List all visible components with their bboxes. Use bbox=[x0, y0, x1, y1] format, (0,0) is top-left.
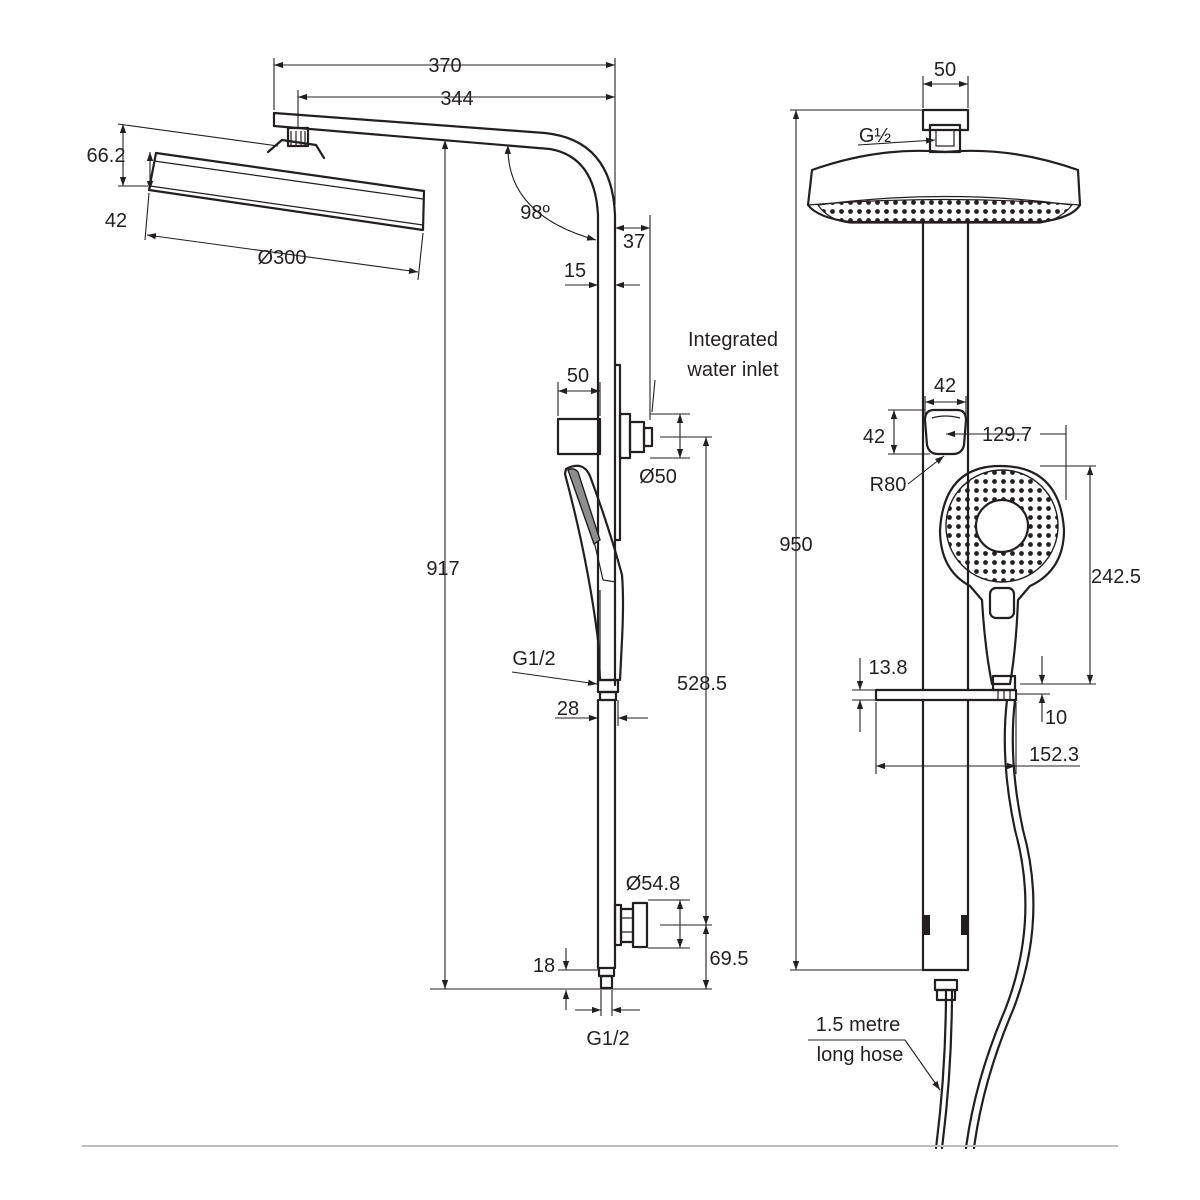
dim-overall-height-front: 950 bbox=[779, 534, 812, 556]
front-top-connector bbox=[921, 108, 970, 154]
dim-top-width: 50 bbox=[934, 59, 956, 81]
dim-head-thickness: 42 bbox=[105, 210, 127, 232]
front-handset bbox=[938, 464, 1066, 692]
dim-holder-width: 42 bbox=[934, 375, 956, 397]
dim-bottom-offset: 18 bbox=[533, 955, 555, 977]
front-shower-head bbox=[806, 149, 1082, 224]
front-view: 50 G½ 950 42 42 129.7 R80 242.5 13.8 10 … bbox=[779, 59, 1141, 1150]
side-dimension-lines bbox=[117, 58, 712, 1016]
dim-rail-inlet-distance: 528.5 bbox=[677, 673, 727, 695]
dim-handset-length: 242.5 bbox=[1091, 566, 1141, 588]
side-view: 370 344 66.2 42 Ø300 98º 37 15 Integrate… bbox=[87, 55, 779, 1050]
dim-holder-radius: R80 bbox=[870, 474, 907, 496]
front-dimension-lines bbox=[790, 76, 1096, 1091]
dim-top-connection: G½ bbox=[859, 125, 892, 147]
label-hose-line2: long hose bbox=[817, 1044, 904, 1066]
dim-bracket-width: 50 bbox=[567, 365, 589, 387]
front-handset-holder bbox=[923, 408, 968, 456]
dim-shelf-width: 152.3 bbox=[1029, 744, 1079, 766]
dim-inlet-diameter: Ø50 bbox=[639, 466, 677, 488]
dim-bottom-height: 69.5 bbox=[710, 948, 749, 970]
dim-shelf-height: 13.8 bbox=[869, 657, 908, 679]
dim-head-height: 66.2 bbox=[87, 145, 126, 167]
label-inlet-line2: water inlet bbox=[686, 359, 779, 381]
front-soap-shelf bbox=[874, 688, 1018, 702]
dim-holder-height: 42 bbox=[863, 426, 885, 448]
side-wall-bracket bbox=[556, 363, 654, 542]
dim-bottom-connection: G1/2 bbox=[586, 1028, 629, 1050]
dim-arm-angle: 98º bbox=[520, 202, 550, 224]
side-lower-rail bbox=[596, 698, 649, 990]
dim-handle-connection: G1/2 bbox=[512, 648, 555, 670]
front-hose bbox=[933, 698, 1035, 1150]
dim-handset-offset: 129.7 bbox=[982, 424, 1032, 446]
dim-rail-offset-15: 15 bbox=[564, 260, 586, 282]
label-inlet-line1: Integrated bbox=[688, 329, 778, 351]
dim-arm-inner: 344 bbox=[440, 88, 473, 110]
dim-overall-height-side: 917 bbox=[426, 558, 459, 580]
dim-rail-offset-37: 37 bbox=[623, 231, 645, 253]
side-shower-head bbox=[147, 126, 426, 232]
side-handset bbox=[563, 464, 625, 702]
dim-hose-connector: 28 bbox=[557, 698, 579, 720]
dim-arm-outer: 370 bbox=[428, 55, 461, 77]
dim-shelf-gap: 10 bbox=[1045, 707, 1067, 729]
dim-lower-outlet-diameter: Ø54.8 bbox=[626, 873, 680, 895]
label-hose-line1: 1.5 metre bbox=[816, 1014, 900, 1036]
dim-head-diameter: Ø300 bbox=[258, 247, 307, 269]
front-rail bbox=[921, 220, 970, 972]
